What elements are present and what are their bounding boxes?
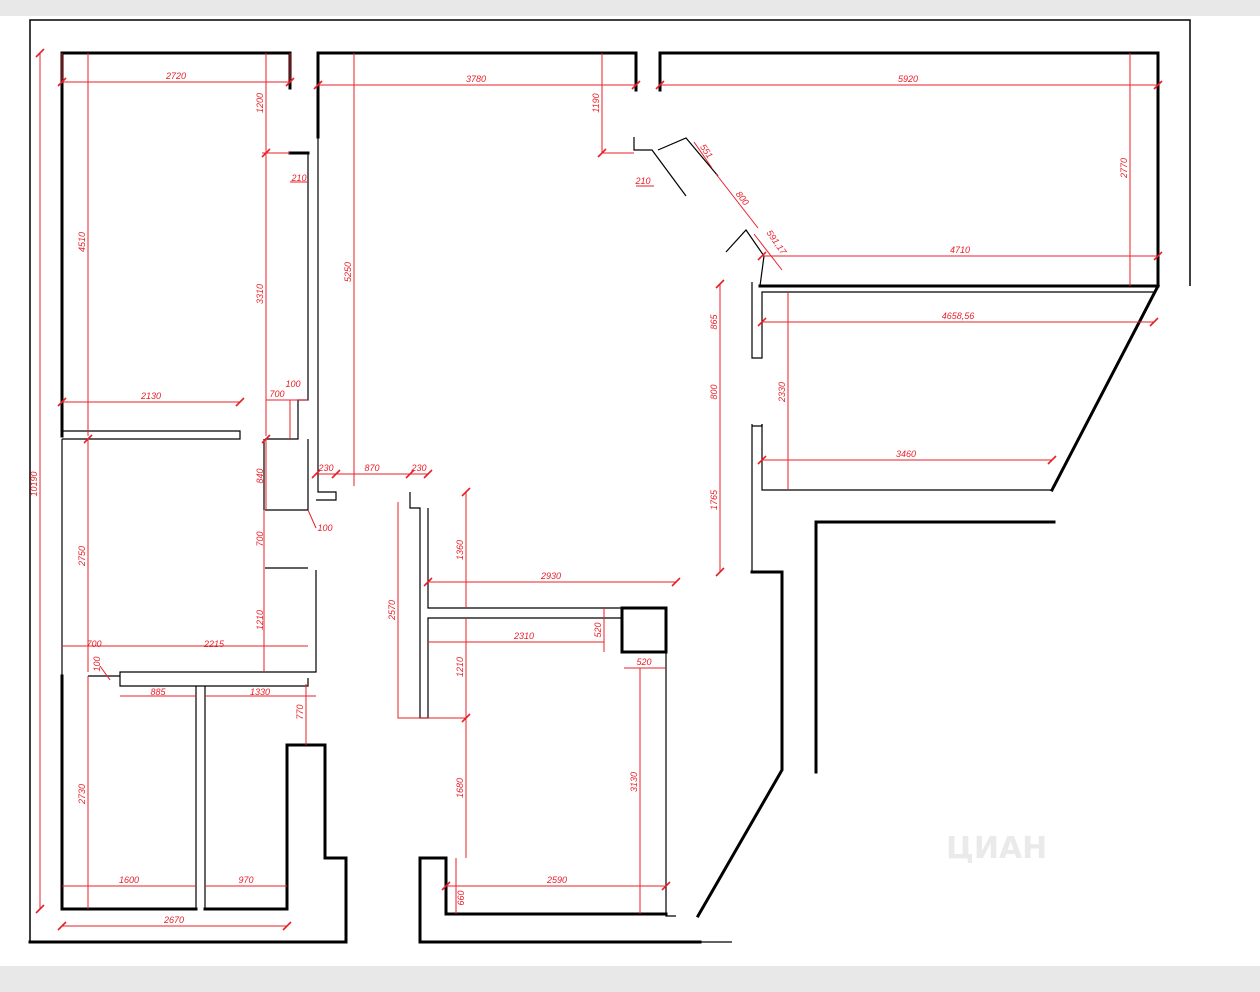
dim-label-3460: 3460 — [896, 449, 916, 459]
dim-label-520-horizontal: 520 — [636, 657, 651, 667]
dim-label-1210-right: 1210 — [455, 657, 465, 677]
dim-label-770: 770 — [295, 704, 305, 719]
dim-label-1330: 1330 — [250, 687, 270, 697]
page-frame — [29, 19, 1191, 942]
dim-label-1680: 1680 — [455, 778, 465, 798]
dim-label-2930: 2930 — [540, 571, 561, 581]
dim-label-210-left: 210 — [290, 173, 306, 183]
dim-label-2330: 2330 — [777, 382, 787, 403]
dim-label-100-bottom: 100 — [92, 656, 102, 671]
dim-label-4658-56: 4658,56 — [942, 311, 975, 321]
dimension-ticks — [35, 48, 1163, 931]
dim-label-2750: 2750 — [77, 546, 87, 567]
dim-label-700-middle: 700 — [255, 531, 265, 546]
dim-label-1600: 1600 — [119, 875, 139, 885]
watermark-logo: ЦИАН — [946, 831, 1047, 866]
dim-label-1200: 1200 — [255, 93, 265, 113]
dim-label-230-left: 230 — [317, 463, 333, 473]
dim-label-5250: 5250 — [343, 262, 353, 282]
dim-label-870: 870 — [364, 463, 379, 473]
dim-label-660: 660 — [456, 890, 466, 905]
dim-label-2570: 2570 — [387, 600, 397, 621]
dim-label-2720: 2720 — [165, 71, 186, 81]
dim-label-1190: 1190 — [591, 93, 601, 112]
dim-label-2590: 2590 — [546, 875, 567, 885]
dim-label-700-bottom: 700 — [86, 639, 101, 649]
dim-label-970: 970 — [238, 875, 253, 885]
dim-label-230-right: 230 — [410, 463, 426, 473]
dim-label-5920: 5920 — [898, 74, 918, 84]
dim-label-840: 840 — [255, 468, 265, 483]
walls — [28, 51, 1161, 944]
dim-label-3780: 3780 — [466, 74, 486, 84]
dim-label-800-diagonal: 800 — [734, 189, 751, 207]
dim-label-10190: 10190 — [29, 471, 39, 496]
dim-label-3310: 3310 — [255, 284, 265, 304]
dim-label-885: 885 — [150, 687, 166, 697]
dimension-lines — [39, 53, 1158, 927]
dim-label-865: 865 — [709, 314, 719, 330]
dim-label-2730: 2730 — [77, 784, 87, 805]
dim-label-2670: 2670 — [163, 915, 184, 925]
dim-label-520-vertical: 520 — [593, 622, 603, 637]
dim-label-551: 551 — [698, 142, 715, 160]
dim-label-100-middle: 100 — [317, 523, 332, 533]
dim-label-700-top: 700 — [269, 389, 284, 399]
dimension-labels: 2720 1200 3780 1190 5920 4510 3310 210 5… — [29, 71, 1129, 925]
dim-label-4710: 4710 — [950, 245, 970, 255]
dim-label-1360: 1360 — [455, 540, 465, 560]
dim-label-2770: 2770 — [1119, 158, 1129, 179]
floor-plan-viewer: 2720 1200 3780 1190 5920 4510 3310 210 5… — [0, 16, 1260, 966]
floor-plan-drawing: 2720 1200 3780 1190 5920 4510 3310 210 5… — [28, 19, 1191, 944]
dim-label-210-right: 210 — [634, 176, 650, 186]
dim-label-100-top: 100 — [285, 379, 300, 389]
dim-label-3130: 3130 — [629, 772, 639, 792]
dim-label-2215: 2215 — [203, 639, 225, 649]
dim-label-1765: 1765 — [709, 489, 719, 510]
dim-label-1210-left: 1210 — [255, 610, 265, 630]
dim-label-2130: 2130 — [140, 391, 161, 401]
dim-label-2310: 2310 — [513, 631, 534, 641]
dim-label-800-vertical: 800 — [709, 384, 719, 399]
dim-label-4510: 4510 — [77, 232, 87, 252]
